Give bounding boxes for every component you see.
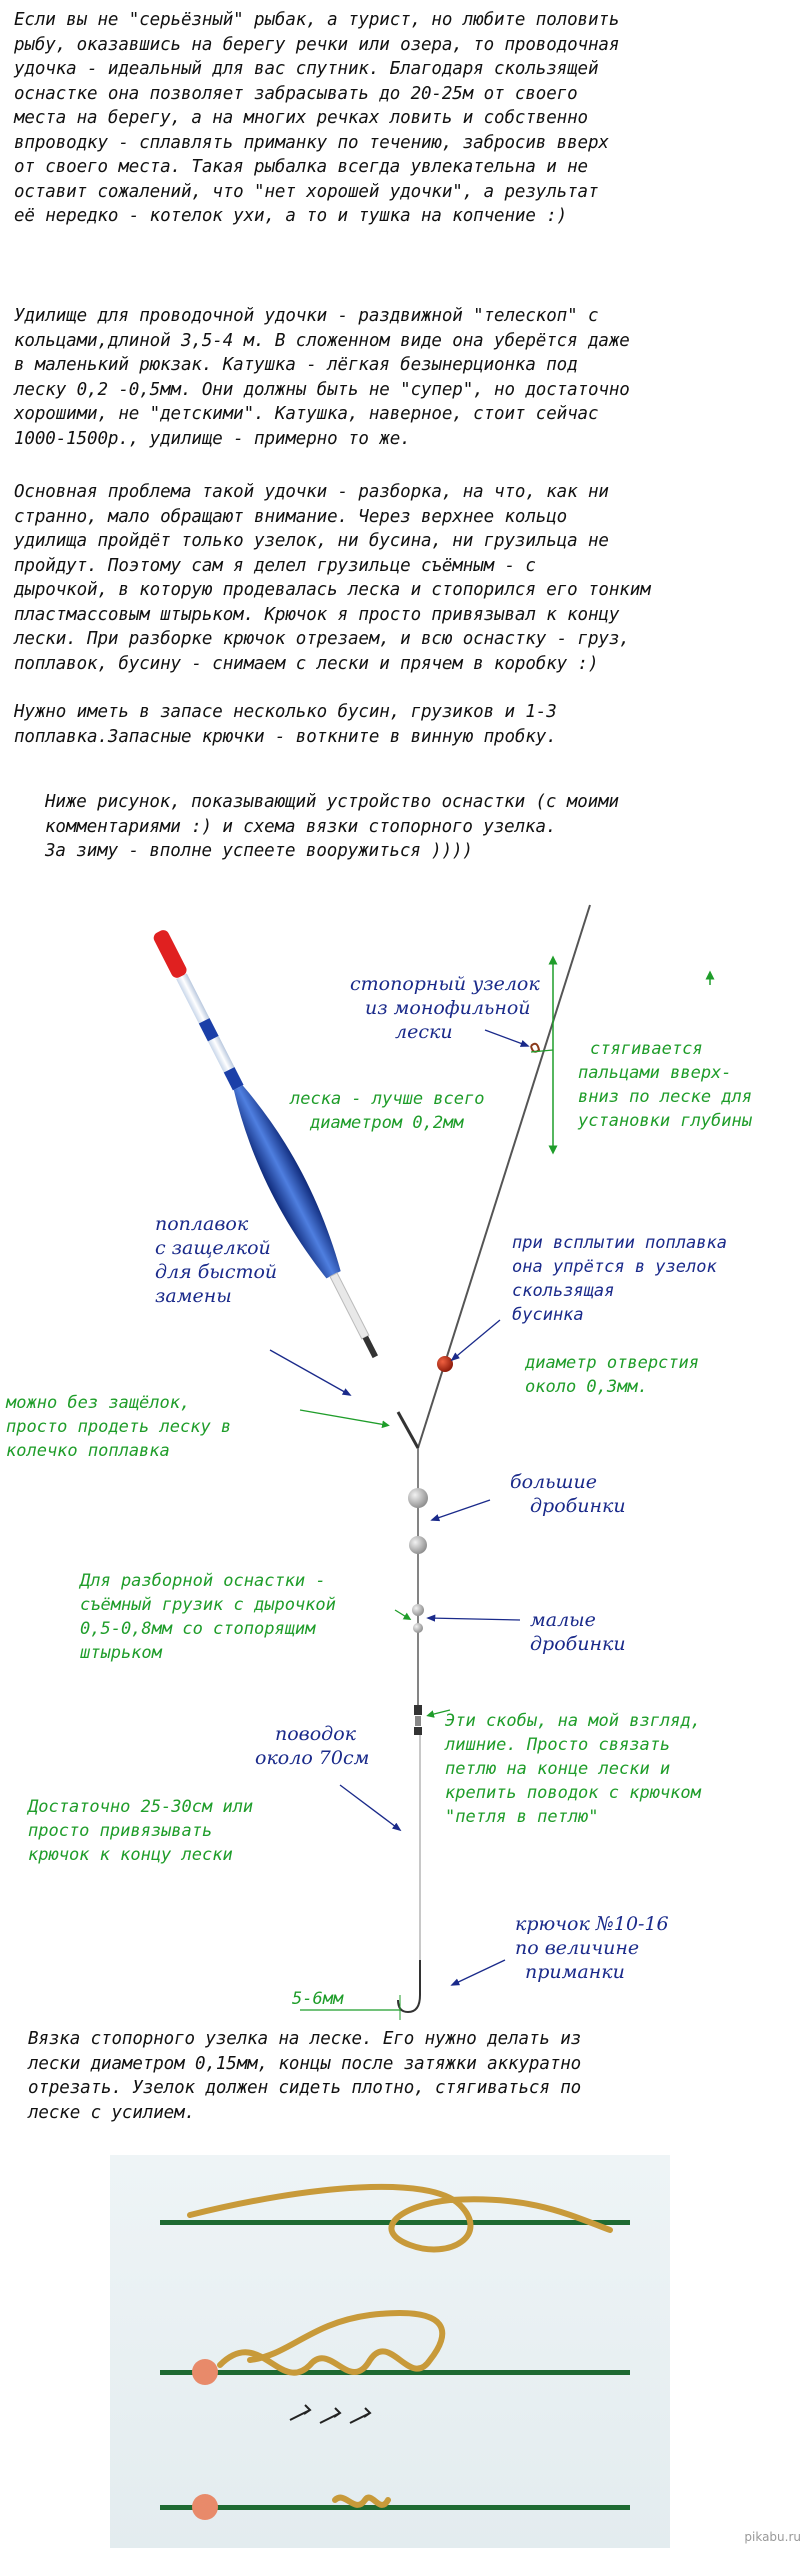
pointer-bead — [450, 1319, 501, 1362]
text-line: За зиму - вполне успеете вооружиться )))… — [45, 841, 473, 861]
pointer-big-shot — [430, 1499, 491, 1522]
text-line: лески диаметром 0,15мм, концы после затя… — [28, 2053, 582, 2074]
text-line: 1000-1500р., удилище - примерно то же. — [14, 428, 411, 449]
knot-step1 — [187, 2183, 613, 2253]
knot-svg — [160, 2183, 630, 2520]
text-line: кольцами,длиной 3,5-4 м. В сложенном вид… — [14, 330, 630, 351]
float-clip — [396, 1411, 420, 1449]
text-line: Если вы не "серьёзный" рыбак, а турист, … — [14, 10, 620, 30]
text-line: её нередко - котелок ухи, а то и тушка н… — [14, 206, 568, 226]
knot-step2 — [217, 2310, 446, 2376]
knot-illustration — [110, 2155, 670, 2548]
watermark: pikabu.ru — [744, 2530, 801, 2544]
label-swivels: Эти скобы, на мой взгляд,лишние. Просто … — [444, 1711, 702, 1827]
knot-bead-3 — [192, 2494, 218, 2520]
paragraph-intro: Если вы не "серьёзный" рыбак, а турист, … — [14, 8, 799, 229]
paragraph-spares: Нужно иметь в запасе несколько бусин, гр… — [14, 700, 799, 749]
float — [153, 930, 378, 1359]
knot-bead-2 — [192, 2359, 218, 2385]
hook — [397, 1960, 421, 2014]
depth-arrow-tick — [530, 1049, 554, 1053]
pointer-leader — [339, 1784, 402, 1832]
text-line: поплавок, бусину - снимаем с лески и пря… — [14, 653, 599, 674]
text-line: Удилище для проводочной удочки - раздвиж… — [14, 306, 599, 326]
stopper-knot — [530, 1042, 541, 1053]
pointer-float — [269, 1349, 352, 1396]
text-line: удочка - идеальный для вас спутник. Благ… — [14, 59, 599, 79]
knot-arrow-3 — [349, 2407, 372, 2424]
big-shot-1 — [408, 1488, 428, 1508]
text-line: оставит сожалений, что "нет хорошей удоч… — [14, 181, 599, 202]
paragraph-rod: Удилище для проводочной удочки - раздвиж… — [14, 304, 799, 451]
pointer-no-clip — [299, 1409, 390, 1429]
small-shot-2 — [413, 1623, 423, 1633]
text-line: лески. При разборке крючок отрезаем, и в… — [14, 629, 630, 649]
text-line: пластмассовым штырьком. Крючок я просто … — [14, 604, 620, 625]
knot-bar-3 — [160, 2505, 630, 2510]
text-line: оснастке она позволяет забрасывать до 20… — [14, 83, 578, 104]
text-line: удилища пройдёт только узелок, ни бусина… — [14, 531, 609, 551]
knot-arrow-1 — [289, 2404, 312, 2421]
swivel — [414, 1705, 422, 1735]
label-removable: Для разборной оснастки -съёмный грузик с… — [78, 1571, 336, 1663]
text-line: рыбу, оказавшись на берегу речки или озе… — [14, 34, 620, 55]
paragraph-problem: Основная проблема такой удочки - разборк… — [14, 480, 799, 676]
text-line: пройдут. Поэтому сам я делел грузильце с… — [14, 555, 536, 576]
text-line: Ниже рисунок, показывающий устройство ос… — [45, 792, 619, 812]
text-line: Вязка стопорного узелка на леске. Его ну… — [28, 2029, 582, 2049]
text-line: от своего места. Такая рыбалка всегда ув… — [14, 157, 588, 177]
paragraph-drawing-intro: Ниже рисунок, показывающий устройство ос… — [45, 790, 809, 864]
text-line: Нужно иметь в запасе несколько бусин, гр… — [14, 702, 557, 722]
knot-step3 — [332, 2494, 391, 2508]
label-no-clip: можно без защёлок,просто продеть леску в… — [5, 1393, 231, 1461]
text-line: леске с усилием. — [28, 2102, 195, 2123]
text-line: отрезать. Узелок должен сидеть плотно, с… — [28, 2078, 582, 2098]
knot-arrow-2 — [319, 2407, 342, 2424]
text-line: впроводку - сплавлять приманку по течени… — [14, 132, 609, 153]
text-line: поплавка.Запасные крючки - воткните в ви… — [14, 726, 557, 747]
pointer-hook — [450, 1959, 506, 1986]
paragraph-knot: Вязка стопорного узелка на леске. Его ну… — [28, 2027, 809, 2125]
pointer-stopper — [484, 1029, 530, 1047]
text-line: леску 0,2 -0,5мм. Они должны быть не "су… — [14, 379, 630, 400]
pointer-swivel — [426, 1709, 451, 1718]
text-line: места на берегу, а на многих речках лови… — [14, 108, 588, 128]
text-line: в маленький рюкзак. Катушка - лёгкая без… — [14, 355, 578, 375]
pointer-small-shot — [426, 1614, 521, 1622]
pointer-removable — [394, 1609, 412, 1621]
text-line: комментариями :) и схема вязки стопорног… — [45, 816, 557, 837]
big-shot-2 — [409, 1536, 427, 1554]
text-line: Основная проблема такой удочки - разборк… — [14, 482, 609, 502]
label-dimension: 5-6мм — [292, 1989, 344, 2009]
text-line: дырочкой, в которую продевалась леска и … — [14, 580, 651, 600]
text-line: странно, мало обращают внимание. Через в… — [14, 506, 568, 527]
text-line: хорошими, не "детскими". Катушка, наверн… — [14, 404, 599, 424]
small-shot-1 — [412, 1604, 424, 1616]
sliding-bead — [437, 1356, 453, 1372]
knot-bar-2 — [160, 2370, 630, 2375]
